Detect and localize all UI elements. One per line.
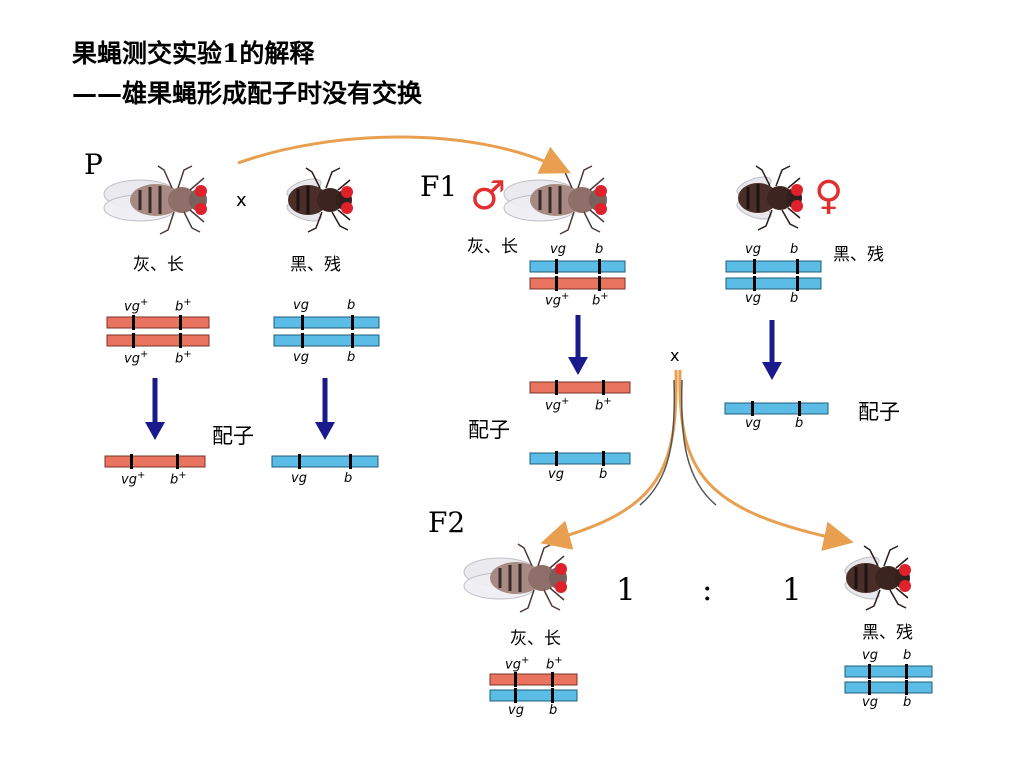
allele-b: b: [347, 350, 356, 365]
fly-black-vestigial-p: [283, 166, 355, 234]
arrow-p-to-f1: [237, 135, 571, 174]
allele-b-plus: b+: [595, 396, 612, 414]
phenotype-p-black-vestigial: 黑、残: [290, 255, 341, 275]
chromosome-pair-f1-male: [529, 259, 626, 291]
allele-vg: vg: [508, 703, 524, 718]
fly-gray-long-f1-male: [502, 164, 609, 236]
allele-vg-plus: vg+: [505, 655, 530, 673]
allele-vg-plus: vg+: [124, 297, 149, 315]
allele-vg: vg: [745, 416, 761, 431]
gamete-p-gray: [104, 454, 206, 469]
chromosome-pair-p-black: [273, 315, 380, 348]
fly-gray-long-p: [102, 164, 209, 236]
chromosome-pair-f2-black: [844, 664, 933, 695]
fly-gray-long-f2: [462, 542, 569, 614]
allele-vg: vg: [293, 350, 309, 365]
arrow-down-p-black: [315, 378, 335, 440]
allele-vg: vg: [745, 291, 761, 306]
label-f1-generation: F1: [420, 170, 458, 203]
phenotype-p-gray-long: 灰、长: [133, 255, 184, 275]
ratio-separator: :: [702, 572, 713, 608]
allele-vg-plus: vg+: [124, 349, 149, 367]
phenotype-f2-black-vestigial: 黑、残: [862, 623, 913, 643]
arrow-down-f1-female: [762, 320, 782, 380]
cross-symbol-p: x: [236, 190, 247, 211]
gamete-f1-female: [724, 401, 829, 416]
allele-vg: vg: [550, 242, 566, 257]
phenotype-f1-black-vestigial: 黑、残: [833, 245, 884, 265]
allele-b-plus: b+: [592, 291, 609, 309]
arrow-down-p-gray: [145, 378, 165, 440]
fly-black-vestigial-f1-female: [733, 164, 805, 232]
male-symbol-icon: ♂: [470, 173, 506, 219]
allele-b: b: [549, 703, 558, 718]
allele-b: b: [599, 467, 608, 482]
allele-b: b: [347, 298, 356, 313]
chromosome-pair-f1-female: [725, 259, 822, 291]
slide-title-line2: ——雄果蝇形成配子时没有交换: [72, 79, 423, 108]
chromosome-pair-f2-gray: [489, 672, 578, 703]
chromosome-pair-p-gray: [106, 315, 210, 348]
arrow-down-f1-male: [568, 315, 588, 375]
allele-vg: vg: [862, 695, 878, 710]
allele-b: b: [595, 242, 604, 257]
allele-vg: vg: [862, 648, 878, 663]
gamete-label-f1-male: 配子: [468, 418, 510, 442]
allele-b: b: [795, 416, 804, 431]
allele-b: b: [903, 695, 912, 710]
allele-vg: vg: [291, 471, 307, 486]
phenotype-f2-gray-long: 灰、长: [510, 629, 561, 649]
allele-b: b: [790, 242, 799, 257]
label-f2-generation: F2: [428, 506, 466, 539]
gamete-p-black: [271, 454, 379, 469]
allele-b-plus: b+: [175, 349, 192, 367]
allele-b-plus: b+: [170, 470, 187, 488]
slide-title-line1: 果蝇测交实验1的解释: [72, 39, 315, 68]
gamete-f1-male-recessive: [529, 451, 631, 466]
allele-b: b: [344, 471, 353, 486]
allele-vg: vg: [548, 467, 564, 482]
allele-b-plus: b+: [175, 297, 192, 315]
allele-vg-plus: vg+: [545, 291, 570, 309]
allele-vg-plus: vg+: [545, 396, 570, 414]
female-symbol-icon: ♀: [814, 173, 844, 219]
allele-vg: vg: [745, 242, 761, 257]
ratio-left: 1: [616, 572, 636, 608]
allele-b-plus: b+: [546, 655, 563, 673]
allele-vg: vg: [293, 298, 309, 313]
gamete-f1-male-parental: [529, 380, 631, 395]
allele-b: b: [790, 291, 799, 306]
ratio-right: 1: [782, 572, 802, 608]
cross-symbol-f1: x: [670, 346, 680, 365]
arrow-cross-to-f2-right: [678, 369, 854, 551]
fly-black-vestigial-f2: [841, 544, 913, 612]
label-p-generation: P: [84, 148, 103, 181]
gamete-label-f1-female: 配子: [858, 400, 900, 424]
allele-vg-plus: vg+: [121, 470, 146, 488]
phenotype-f1-gray-long: 灰、长: [467, 237, 518, 257]
arrow-cross-to-f2-left: [540, 369, 678, 550]
allele-b: b: [903, 648, 912, 663]
gamete-label-p: 配子: [212, 424, 254, 448]
